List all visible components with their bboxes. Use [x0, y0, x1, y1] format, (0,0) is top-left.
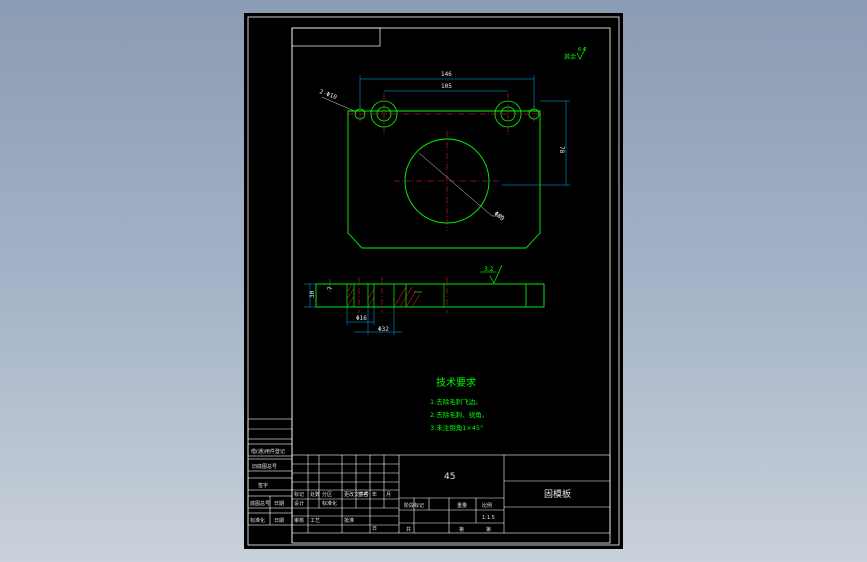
tb-label-month: 月 [386, 492, 391, 498]
top-left-box [291, 27, 381, 47]
roughness-general: 其余 6.4 [564, 46, 587, 61]
title-block [291, 454, 611, 534]
drawing-viewport[interactable]: 其余 6.4 Φ80 2-Φ10 [244, 13, 623, 549]
hatching [346, 283, 421, 308]
top-view: Φ80 2-Φ10 146 105 78 [318, 71, 570, 249]
tb-label-scale: 比例 [482, 502, 492, 509]
dim-146-lines [359, 75, 535, 109]
roughness-surface: 3.2 [480, 264, 503, 284]
roughness-general-label: 其余 [564, 53, 576, 61]
tb-label-review: 审核 [294, 517, 304, 524]
dim-step: 7 [327, 286, 334, 290]
left-label-date: 日期 [274, 501, 284, 507]
tb-material: 45 [444, 472, 455, 482]
section-outline [315, 283, 545, 308]
dim-counterbore-large: Φ32 [378, 326, 389, 333]
tb-label-approve: 批准 [344, 517, 354, 524]
tb-label-sign: 签名 [358, 491, 368, 498]
tb-label-count: 处数 [310, 491, 320, 498]
left-label-date-2: 日期 [274, 518, 284, 524]
section-view: 30 7 Φ16 Φ32 3.2 [304, 264, 545, 335]
dim-outer-width: 146 [441, 71, 452, 78]
sheet-border [247, 16, 620, 546]
tb-label-stage: 阶段标记 [404, 502, 424, 509]
tb-label-sheets: 共 [406, 526, 411, 533]
roughness-general-value: 6.4 [578, 47, 586, 53]
left-strip-table [247, 418, 293, 526]
dim-thickness: 30 [309, 290, 316, 298]
tech-title: 技术要求 [436, 376, 476, 389]
tb-label-std: 标准化 [322, 500, 337, 507]
tech-item-1: 1.去除毛刺飞边。 [430, 397, 482, 406]
left-label-base-no: 底图总号 [250, 500, 270, 507]
tb-part-name: 固模板 [544, 488, 571, 500]
cad-drawing: 其余 6.4 Φ80 2-Φ10 [247, 16, 620, 546]
dim-hole-callout: 2-Φ10 [318, 88, 338, 101]
dim-hole-spacing: 105 [441, 83, 452, 90]
dim-big-hole: Φ80 [493, 210, 506, 223]
tb-label-sheet-of: 第 [486, 526, 491, 533]
tb-label-weight: 重量 [457, 502, 467, 509]
tb-label-mark: 标记 [294, 491, 304, 498]
tech-item-2: 2.去除毛刺、锐角。 [430, 410, 488, 419]
tech-requirements: 技术要求 1.去除毛刺飞边。 2.去除毛刺、锐角。 3.未注倒角1×45° [430, 376, 488, 432]
dim-height: 78 [558, 146, 565, 154]
plate-outline [347, 110, 541, 249]
left-label-old-ref: 旧底图总号 [252, 463, 277, 470]
tb-scale: 1:1.5 [482, 515, 495, 521]
roughness-surface-value: 3.2 [484, 266, 494, 273]
dim-counterbore-small: Φ16 [356, 315, 367, 322]
inner-frame [291, 27, 611, 544]
left-label-sign: 签字 [258, 482, 268, 489]
tb-label-sheet: 第 [459, 526, 464, 533]
tb-label-zone: 分区 [322, 491, 332, 498]
tb-label-change: 更改文件号 [344, 491, 369, 498]
tb-label-year: 年 [372, 491, 377, 498]
left-label-std: 标准化 [250, 517, 265, 524]
tb-label-process: 工艺 [310, 518, 320, 524]
tb-label-design: 设计 [294, 500, 304, 507]
dim-78-lines [502, 100, 570, 186]
left-label-borrow: 借(通)用件登记 [251, 448, 285, 455]
tb-label-day: 日 [372, 526, 377, 532]
tech-item-3: 3.未注倒角1×45° [430, 423, 483, 432]
